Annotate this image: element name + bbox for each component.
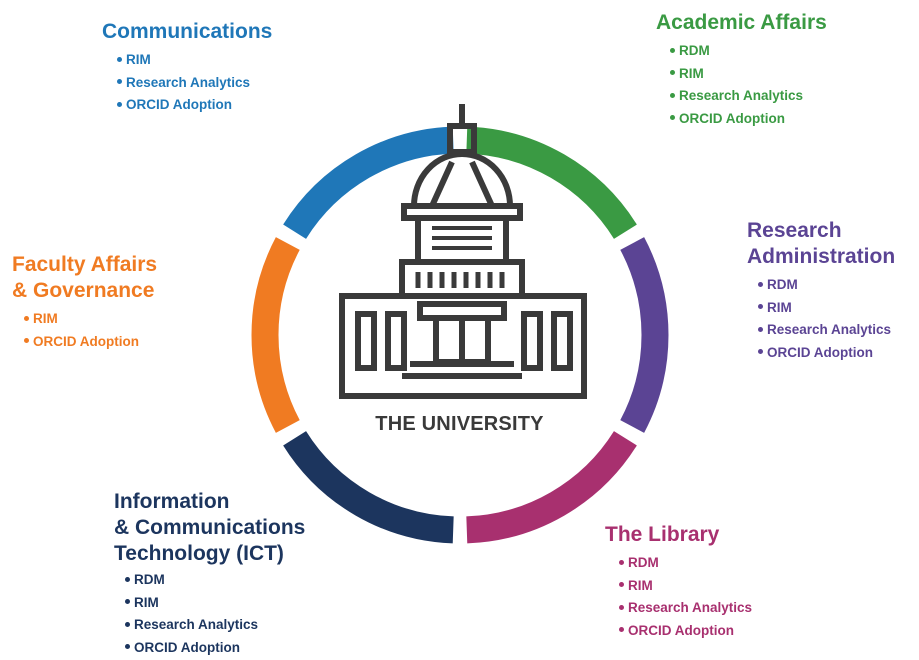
unit-faculty-affairs-governance: Faculty Affairs& Governance RIM ORCID Ado… <box>12 252 157 353</box>
unit-title: The Library <box>605 523 720 546</box>
ring-segment-acad <box>466 126 637 240</box>
item-label: Research Analytics <box>679 88 804 103</box>
bullet-icon <box>758 281 763 287</box>
list-item: Research Analytics <box>125 614 305 637</box>
ring-segment-ict <box>283 430 454 544</box>
item-label: Research Analytics <box>628 600 753 615</box>
item-label: RDM <box>679 43 710 58</box>
item-label: RIM <box>767 299 792 315</box>
bullet-icon <box>758 349 763 355</box>
unit-academic-affairs: Academic Affairs RDM RIM Research Analytic… <box>656 10 827 130</box>
list-item: Research Analytics <box>117 72 272 95</box>
bullet-icon <box>117 101 122 107</box>
bullet-icon <box>117 56 122 62</box>
bullet-icon <box>619 582 624 588</box>
bullet-icon <box>758 326 763 332</box>
item-label: RIM <box>679 65 704 81</box>
ring-segment-res <box>620 237 669 433</box>
item-label: ORCID Adoption <box>679 110 785 126</box>
ring-segment-lib <box>466 430 637 544</box>
item-label: ORCID Adoption <box>767 344 873 360</box>
list-item: ORCID Adoption <box>670 108 827 131</box>
item-label: RIM <box>628 577 653 593</box>
center-label: THE UNIVERSITY <box>375 413 544 435</box>
bullet-icon <box>125 599 130 605</box>
list-item: ORCID Adoption <box>758 342 895 365</box>
list-item: Research Analytics <box>758 319 895 342</box>
list-item: RIM <box>24 308 157 331</box>
bullet-icon <box>24 315 29 321</box>
item-label: RIM <box>33 311 58 326</box>
list-item: ORCID Adoption <box>117 94 272 117</box>
list-item: ORCID Adoption <box>24 331 157 354</box>
bullet-icon <box>670 47 675 53</box>
item-label: ORCID Adoption <box>628 622 734 638</box>
item-label: Research Analytics <box>126 74 251 90</box>
list-item: RIM <box>619 575 752 598</box>
list-item: RDM <box>619 552 752 575</box>
list-item: ORCID Adoption <box>619 620 752 643</box>
item-label: ORCID Adoption <box>33 333 139 349</box>
list-item: RIM <box>758 297 895 320</box>
list-item: RIM <box>670 63 827 86</box>
item-label: RDM <box>628 555 659 570</box>
item-label: RDM <box>134 572 165 587</box>
item-label: Research Analytics <box>134 617 259 632</box>
bullet-icon <box>125 621 130 627</box>
bullet-icon <box>619 627 624 633</box>
list-item: RDM <box>670 40 827 63</box>
item-label: RDM <box>767 277 798 292</box>
list-item: Research Analytics <box>619 597 752 620</box>
bullet-icon <box>619 604 624 610</box>
item-label: ORCID Adoption <box>134 639 240 655</box>
item-list: RIM ORCID Adoption <box>24 308 157 353</box>
list-item: RIM <box>117 49 272 72</box>
item-label: Research Analytics <box>767 322 892 337</box>
bullet-icon <box>117 79 122 85</box>
bullet-icon <box>125 644 130 650</box>
bullet-icon <box>619 559 624 565</box>
list-item: ORCID Adoption <box>125 637 305 660</box>
list-item: RDM <box>125 569 305 592</box>
bullet-icon <box>758 304 763 310</box>
unit-title: Communications <box>102 20 273 43</box>
list-item: Research Analytics <box>670 85 827 108</box>
bullet-icon <box>670 92 675 98</box>
unit-title: Faculty Affairs& Governance <box>12 253 158 302</box>
university-building-icon <box>339 104 587 399</box>
bullet-icon <box>24 338 29 344</box>
item-label: RIM <box>126 52 151 67</box>
list-item: RDM <box>758 274 895 297</box>
list-item: RIM <box>125 592 305 615</box>
item-label: RIM <box>134 594 159 610</box>
bullet-icon <box>670 70 675 76</box>
bullet-icon <box>125 576 130 582</box>
ring-segment-comm <box>283 126 454 240</box>
item-label: ORCID Adoption <box>126 97 232 112</box>
ring-segment-fac <box>251 237 300 433</box>
bullet-icon <box>670 115 675 121</box>
unit-title: Academic Affairs <box>656 11 827 34</box>
